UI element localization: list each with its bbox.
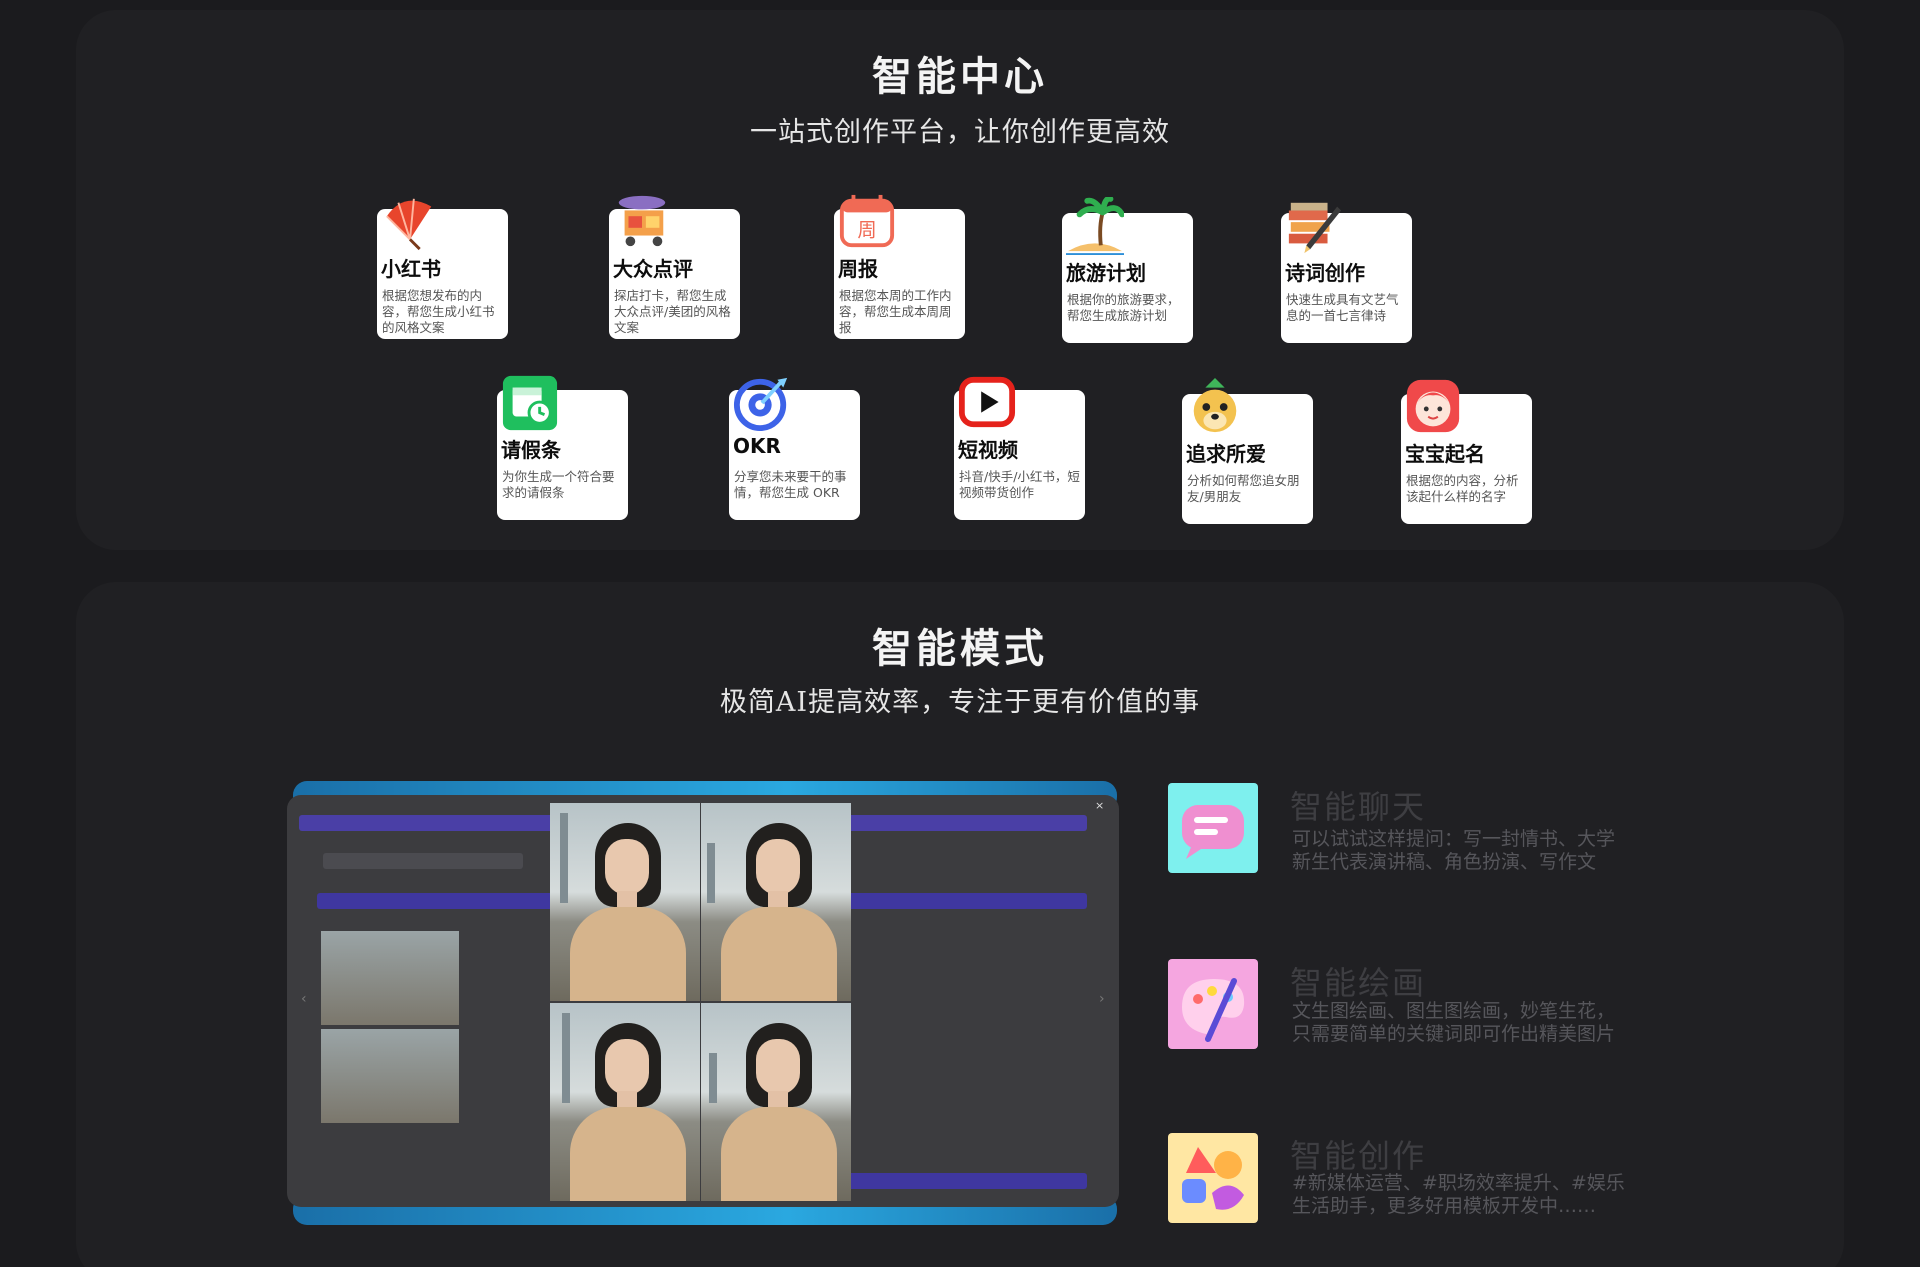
card-desc: 快速生成具有文艺气息的一首七言律诗 [1286, 292, 1399, 323]
prev-arrow-icon[interactable]: ‹ [301, 991, 307, 1007]
chat-message [847, 1173, 1087, 1189]
close-icon[interactable]: × [1095, 799, 1105, 812]
card-poetry[interactable]: 诗词创作 快速生成具有文艺气息的一首七言律诗 [1281, 202, 1412, 343]
preview-frame: ‹ › × [287, 795, 1119, 1207]
card-weekly-report[interactable]: 周 周报 根据您本周的工作内容，帮您生成本周周报 [834, 194, 965, 339]
feature-title: 智能创作 [1290, 1137, 1427, 1175]
card-desc: 根据您的内容，分析该起什么样的名字 [1406, 473, 1519, 504]
palm-island-icon [1066, 197, 1124, 255]
feature-title: 智能绘画 [1290, 964, 1427, 1002]
generated-photo-1[interactable] [550, 803, 700, 1001]
umbrella-icon [386, 198, 432, 251]
card-baby-name[interactable]: 宝宝起名 根据您的内容，分析该起什么样的名字 [1401, 379, 1532, 524]
card-desc: 分析如何帮您追女朋友/男朋友 [1187, 473, 1300, 504]
generated-photo-3[interactable] [550, 1003, 700, 1201]
card-name: 周报 [838, 257, 878, 281]
card-travel-plan[interactable]: 旅游计划 根据你的旅游要求，帮您生成旅游计划 [1062, 197, 1193, 343]
card-name: 旅游计划 [1066, 261, 1146, 285]
card-desc: 探店打卡，帮您生成大众点评/美团的风格文案 [614, 288, 731, 335]
feature-desc: #新媒体运营、#职场效率提升、#娱乐生活助手，更多好用模板开发中…… [1292, 1172, 1625, 1217]
smart-mode-subtitle: 极简AI提高效率，专注于更有价值的事 [719, 687, 1201, 718]
drawing-preview-screenshot: ‹ › × [287, 781, 1119, 1225]
card-desc: 抖音/快手/小红书，短视频带货创作 [959, 469, 1080, 500]
card-name: 小红书 [381, 257, 441, 281]
feature-desc: 文生图绘画、图生图绘画，妙笔生花，只需要简单的关键词即可作出精美图片 [1292, 1000, 1616, 1045]
smart-center-title: 智能中心 [872, 53, 1048, 100]
card-pursue-love[interactable]: 追求所爱 分析如何帮您追女朋友/男朋友 [1182, 378, 1313, 524]
card-okr[interactable]: OKR 分享您未来要干的事情，帮您生成 OKR [729, 377, 860, 520]
chat-reply [323, 853, 523, 869]
card-name: 宝宝起名 [1405, 442, 1485, 466]
calendar-clock-icon [502, 375, 558, 431]
feature-desc: 可以试试这样提问：写一封情书、大学新生代表演讲稿、角色扮演、写作文 [1292, 828, 1616, 873]
palette-brush-icon [1168, 959, 1258, 1049]
baby-icon [1406, 379, 1460, 433]
card-name: 诗词创作 [1285, 261, 1365, 285]
card-short-video[interactable]: 短视频 抖音/快手/小红书，短视频带货创作 [954, 376, 1085, 520]
card-desc: 根据您本周的工作内容，帮您生成本周周报 [839, 288, 952, 335]
card-desc: 为你生成一个符合要求的请假条 [502, 469, 615, 500]
chat-bubble-icon [1168, 783, 1258, 873]
chat-message [299, 815, 559, 831]
play-icon [958, 376, 1016, 428]
books-pen-icon [1288, 202, 1342, 254]
feature-title: 智能聊天 [1290, 788, 1427, 826]
card-leave-request[interactable]: 请假条 为你生成一个符合要求的请假条 [497, 375, 628, 520]
chat-message [847, 815, 1087, 831]
thumbnail-image[interactable] [321, 931, 459, 1025]
card-desc: 根据您想发布的内容，帮您生成小红书的风格文案 [382, 288, 495, 335]
food-cart-icon [618, 195, 666, 247]
card-name: 短视频 [958, 438, 1018, 462]
card-name: 追求所爱 [1186, 442, 1266, 466]
chat-message [317, 893, 557, 909]
svg-text:周: 周 [857, 219, 876, 242]
card-desc: 分享您未来要干的事情，帮您生成 OKR [734, 469, 847, 500]
card-dianping[interactable]: 大众点评 探店打卡，帮您生成大众点评/美团的风格文案 [609, 195, 740, 339]
generated-photo-2[interactable] [701, 803, 851, 1001]
next-arrow-icon[interactable]: › [1099, 991, 1105, 1007]
shapes-icon [1168, 1133, 1258, 1223]
target-icon [733, 377, 788, 432]
smart-mode-title: 智能模式 [872, 625, 1048, 672]
card-xiaohongshu[interactable]: 小红书 根据您想发布的内容，帮您生成小红书的风格文案 [377, 198, 508, 339]
chat-message [847, 893, 1087, 909]
card-name: 请假条 [501, 438, 561, 462]
card-name: 大众点评 [613, 257, 693, 281]
generated-photo-4[interactable] [701, 1003, 851, 1201]
dog-face-icon [1193, 378, 1237, 433]
thumbnail-image[interactable] [321, 1029, 459, 1123]
card-name: OKR [733, 434, 781, 458]
calendar-week-icon: 周 [839, 194, 895, 248]
card-desc: 根据你的旅游要求，帮您生成旅游计划 [1067, 292, 1180, 323]
smart-center-subtitle: 一站式创作平台，让你创作更高效 [750, 117, 1170, 148]
